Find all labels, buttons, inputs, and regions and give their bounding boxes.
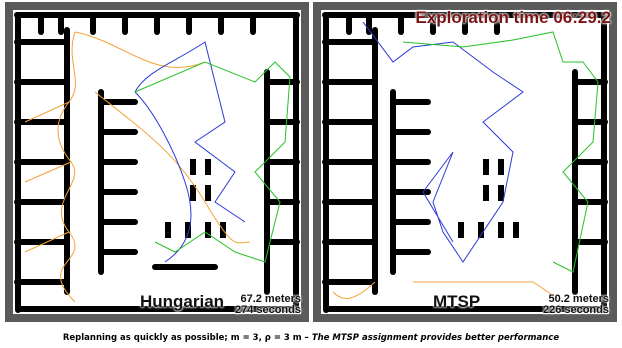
stats-readout: 67.2 meters 274 seconds [235,294,301,316]
distance-readout: 50.2 meters [548,293,609,305]
robot-path-orange [24,31,251,303]
distance-readout: 67.2 meters [240,293,301,305]
method-label: MTSP [433,292,481,311]
caption-conclusion: – The MTSP assignment provides better pe… [304,333,560,343]
robot-path-green [134,61,291,263]
robot-path-blue [362,21,524,263]
exploration-time-readout: Exploration time 06:29.2 [415,8,611,27]
map-panel-hungarian: Hungarian 67.2 meters 274 seconds [5,2,309,322]
occupancy-map [13,10,301,314]
robot-path-blue [134,41,246,263]
caption-params: m = 3, ρ = 3 m [230,333,302,343]
figure-caption: Replanning as quickly as possible; m = 3… [0,333,622,343]
caption-prefix: Replanning as quickly as possible; [62,333,228,343]
obstacles [458,159,519,238]
time-readout: 226 seconds [542,304,609,316]
time-readout: 274 seconds [234,304,301,316]
map-panel-mtsp: Exploration time 06:29.2 MTSP 50.2 meter… [313,2,617,322]
stats-readout: 50.2 meters 226 seconds [543,294,609,316]
robot-path-orange [332,281,564,303]
occupancy-map [321,10,609,314]
robot-path-green [402,31,599,273]
map-walls [322,12,608,313]
method-label: Hungarian [140,292,225,311]
